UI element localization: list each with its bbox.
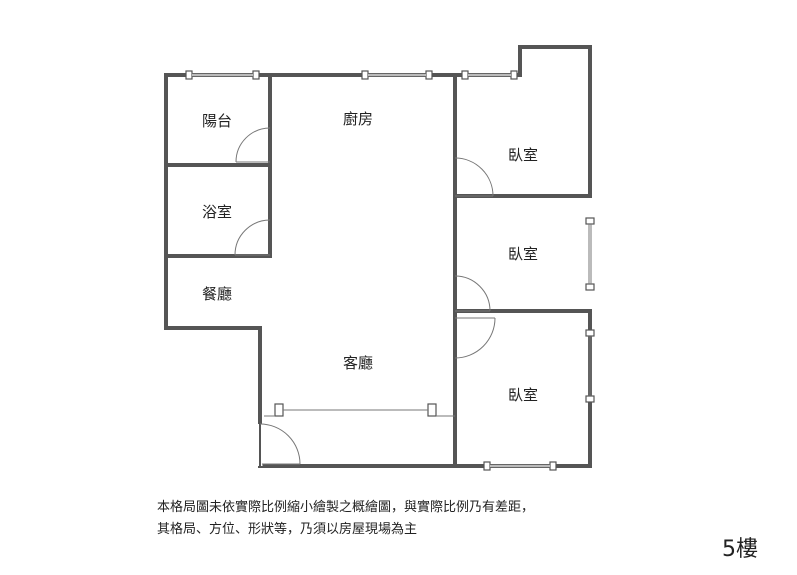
door-balcony (235, 127, 271, 163)
floor-number-label: 5樓 (722, 537, 758, 562)
room-label-living: 客廳 (343, 354, 373, 372)
door-entrance (257, 423, 301, 466)
window-top-kitchen (361, 70, 433, 80)
room-label-dining: 餐廳 (202, 285, 232, 303)
window-top-left (185, 70, 260, 80)
disclaimer-note: 本格局圖未依實際比例縮小繪製之概繪圖，與實際比例乃有差距， 其格局、方位、形狀等… (157, 497, 534, 541)
door-bedroom-3 (454, 317, 496, 359)
interior-walls (164, 73, 592, 468)
room-label-bedroom-2: 臥室 (508, 245, 538, 263)
window-right-middle (585, 217, 595, 291)
door-bathroom (234, 219, 271, 256)
window-right-lower (585, 329, 595, 403)
disclaimer-line-1: 本格局圖未依實際比例縮小繪製之概繪圖，與實際比例乃有差距， (157, 500, 535, 515)
disclaimer-line-2: 其格局、方位、形狀等，乃須以房屋現場為主 (157, 522, 418, 537)
room-label-kitchen: 廚房 (343, 110, 373, 128)
room-label-bedroom-1: 臥室 (508, 146, 538, 164)
window-top-bedroom (461, 70, 518, 80)
living-room-sliding-window (264, 403, 455, 417)
room-label-balcony: 陽台 (202, 112, 232, 130)
door-bedroom-2 (454, 275, 491, 312)
room-label-bathroom: 浴室 (202, 203, 232, 221)
room-label-bedroom-3: 臥室 (508, 386, 538, 404)
window-bottom-bedroom (483, 461, 557, 471)
door-bedroom-1 (454, 157, 494, 197)
